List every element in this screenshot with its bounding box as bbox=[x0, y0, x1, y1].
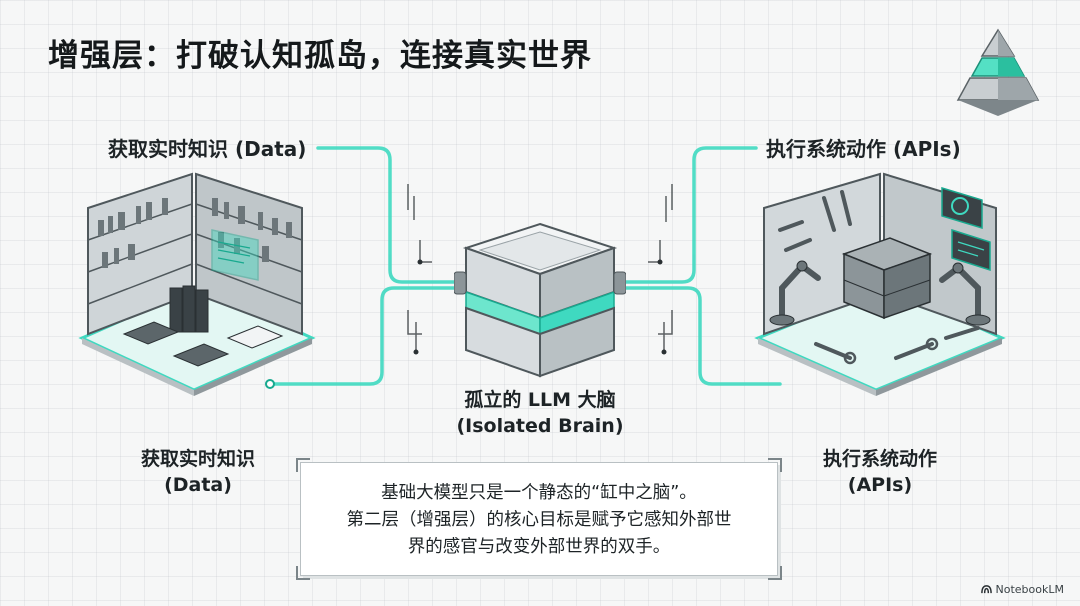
corner-bracket bbox=[296, 566, 310, 580]
robot-workshop-icon bbox=[754, 172, 1006, 396]
cube-brain-icon bbox=[454, 222, 626, 378]
label-data-bottom: 获取实时知识 (Data) bbox=[108, 446, 288, 498]
notebooklm-icon bbox=[980, 585, 992, 594]
caption-box: 基础大模型只是一个静态的“缸中之脑”。 第二层（增强层）的核心目标是赋予它感知外… bbox=[296, 458, 782, 580]
watermark: NotebookLM bbox=[980, 583, 1064, 596]
label-brain-line-1: 孤立的 LLM 大脑 bbox=[464, 389, 616, 411]
label-data-top: 获取实时知识 (Data) bbox=[108, 137, 307, 161]
watermark-text: NotebookLM bbox=[995, 583, 1064, 596]
page-title: 增强层：打破认知孤岛，连接真实世界 bbox=[48, 38, 592, 74]
label-data-bottom-line-1: 获取实时知识 bbox=[140, 448, 255, 470]
caption-text: 基础大模型只是一个静态的“缸中之脑”。 第二层（增强层）的核心目标是赋予它感知外… bbox=[301, 480, 777, 561]
caption-line-3: 界的感官与改变外部世界的双手。 bbox=[407, 537, 671, 557]
label-apis-bottom-line-1: 执行系统动作 bbox=[822, 448, 937, 470]
label-brain: 孤立的 LLM 大脑 (Isolated Brain) bbox=[420, 387, 660, 439]
library-bookshelf-icon bbox=[78, 172, 316, 396]
label-data-bottom-line-2: (Data) bbox=[164, 474, 232, 496]
label-apis-bottom: 执行系统动作 (APIs) bbox=[790, 446, 970, 498]
corner-bracket bbox=[296, 458, 310, 472]
label-apis-bottom-line-2: (APIs) bbox=[847, 474, 913, 496]
caption-line-1: 基础大模型只是一个静态的“缸中之脑”。 bbox=[381, 483, 697, 503]
caption-line-2: 第二层（增强层）的核心目标是赋予它感知外部世 bbox=[346, 510, 732, 530]
corner-bracket bbox=[768, 458, 782, 472]
label-brain-line-2: (Isolated Brain) bbox=[456, 415, 624, 437]
label-apis-top: 执行系统动作 (APIs) bbox=[766, 137, 961, 161]
corner-bracket bbox=[768, 566, 782, 580]
pyramid-icon bbox=[956, 28, 1040, 116]
